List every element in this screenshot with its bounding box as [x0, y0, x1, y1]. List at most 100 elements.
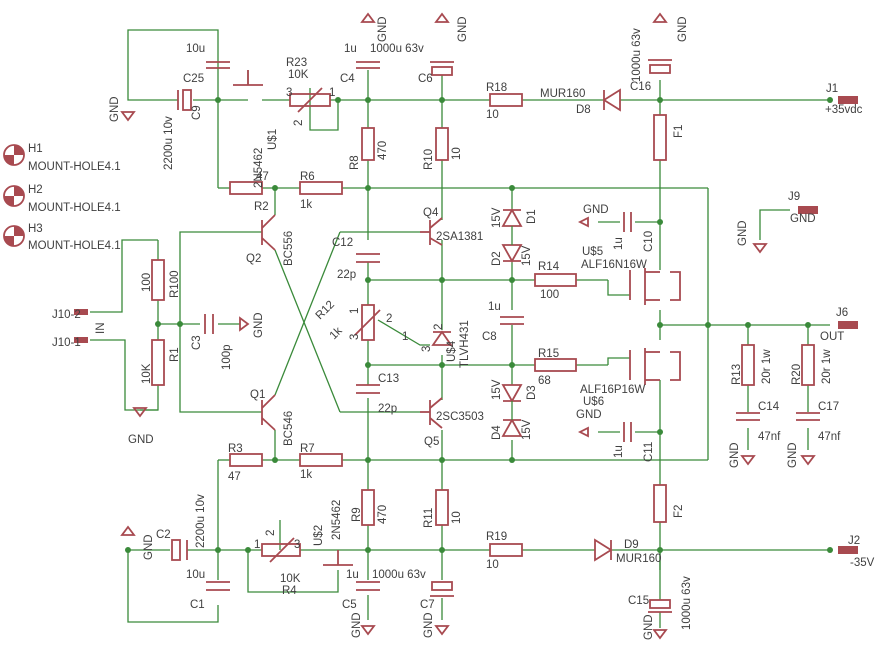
label-r11: R11	[423, 508, 435, 528]
label-c1-value: 10u	[186, 569, 205, 581]
label-c10-value: 1u	[613, 237, 625, 250]
label-c10: C10	[643, 231, 655, 252]
label-r23: R23	[286, 57, 307, 69]
label-c12: C12	[332, 237, 353, 249]
label-r1-value: 10K	[141, 363, 153, 384]
label-q4: Q4	[423, 207, 439, 219]
label-c17-value: 47nf	[818, 431, 841, 443]
components	[3, 12, 858, 640]
trimpot-r4	[261, 543, 301, 557]
label-j6: J6	[836, 307, 848, 319]
resistor-r14	[534, 273, 577, 287]
resistor-r18	[489, 93, 523, 107]
label-u4-value: TLVH431	[459, 320, 471, 368]
label-c14: C14	[758, 401, 780, 413]
label-gnd-c3: GND	[253, 312, 265, 338]
connector-j6	[838, 321, 858, 329]
label-d9: D9	[624, 539, 639, 551]
label-h2: H2	[28, 184, 43, 196]
label-d8: D8	[576, 104, 591, 116]
label-r19: R19	[486, 531, 507, 543]
junctions	[125, 97, 833, 553]
label-c7-value: 1000u 63v	[372, 569, 426, 581]
zener-d1	[501, 208, 523, 227]
label-r8-value: 470	[377, 141, 389, 160]
label-d2-value: 15V	[521, 245, 533, 266]
label-out: OUT	[820, 331, 844, 343]
resistor-r3	[229, 453, 263, 467]
label-c7: C7	[420, 599, 435, 611]
resistor-r9	[361, 489, 375, 526]
label-u6-value: ALF16P16W	[580, 384, 645, 396]
mount-hole-h3	[3, 225, 25, 247]
label-gnd-c6: GND	[457, 16, 469, 42]
label-c25-value: 10u	[186, 43, 205, 55]
label-d2: D2	[491, 251, 503, 266]
jfet-u2	[323, 550, 353, 566]
label-gnd-c17: GND	[787, 442, 799, 468]
label-r12-value: 1k	[328, 325, 345, 342]
label-q4-value: 2SA1381	[436, 231, 483, 243]
label-u2-pin1: 1	[254, 539, 260, 551]
label-c3-value: 100p	[221, 344, 233, 370]
label-f1: F1	[673, 125, 685, 138]
resistor-r13	[741, 344, 755, 386]
label-j9: J9	[788, 191, 800, 203]
resistor-r19	[489, 543, 523, 557]
label-r12: R12	[314, 299, 337, 322]
label-c11: C11	[643, 442, 655, 462]
label-r10-value: 10	[451, 147, 463, 160]
label-c12-value: 22p	[337, 269, 356, 281]
label-gnd-c5: GND	[351, 612, 363, 638]
connector-j10-2	[74, 309, 88, 315]
capacitor-c17	[796, 412, 820, 421]
label-c13-value: 22p	[378, 403, 397, 415]
electrolytic-c15	[648, 599, 672, 613]
label-c11-value: 1u	[613, 445, 625, 458]
label-r9: R9	[351, 507, 363, 522]
label-in: IN	[95, 323, 107, 335]
label-q2: Q2	[246, 253, 261, 265]
label-r19-value: 10	[486, 559, 499, 571]
label-r8: R8	[349, 155, 361, 170]
capacitor-c25	[206, 61, 230, 69]
ground-symbols	[120, 12, 816, 640]
capacitor-c8	[500, 316, 524, 325]
wires	[90, 29, 830, 628]
label-gnd-r1: GND	[128, 434, 154, 446]
label-u4: U$4	[446, 340, 458, 362]
fuse-f1	[653, 114, 667, 161]
label-j2: J2	[848, 535, 860, 547]
capacitor-c10	[623, 212, 632, 232]
label-r23-value: 10K	[288, 69, 309, 81]
label-r20: R20	[791, 364, 803, 385]
label-d3-value: 15V	[491, 379, 503, 400]
label-q5: Q5	[424, 436, 439, 448]
label-r100-value: 100	[141, 273, 153, 292]
transistor-q5	[420, 397, 443, 429]
label-vneg: -35V	[850, 557, 875, 569]
electrolytic-c9	[177, 89, 192, 111]
label-f2: F2	[673, 505, 685, 518]
label-gnd-c2: GND	[143, 534, 155, 560]
resistor-r2	[229, 181, 263, 195]
label-d3: D3	[526, 385, 538, 400]
label-c8: C8	[482, 331, 497, 343]
resistor-r10	[435, 127, 449, 161]
label-r18: R18	[486, 82, 507, 94]
trimpot-r12	[361, 304, 375, 341]
label-c17: C17	[818, 401, 839, 413]
label-d9-value: MUR160	[616, 553, 661, 565]
electrolytic-c6	[430, 61, 454, 76]
label-gnd-c14: GND	[729, 442, 741, 468]
resistor-r1	[151, 339, 165, 386]
resistor-r6	[299, 181, 343, 195]
label-c2: C2	[156, 529, 171, 541]
label-r7-value: 1k	[300, 469, 312, 481]
label-c6: C6	[418, 73, 433, 85]
label-c14-value: 47nf	[758, 431, 781, 443]
capacitor-c11	[623, 422, 632, 442]
connector-j2	[838, 546, 858, 554]
label-gnd-j9b: GND	[737, 220, 749, 246]
